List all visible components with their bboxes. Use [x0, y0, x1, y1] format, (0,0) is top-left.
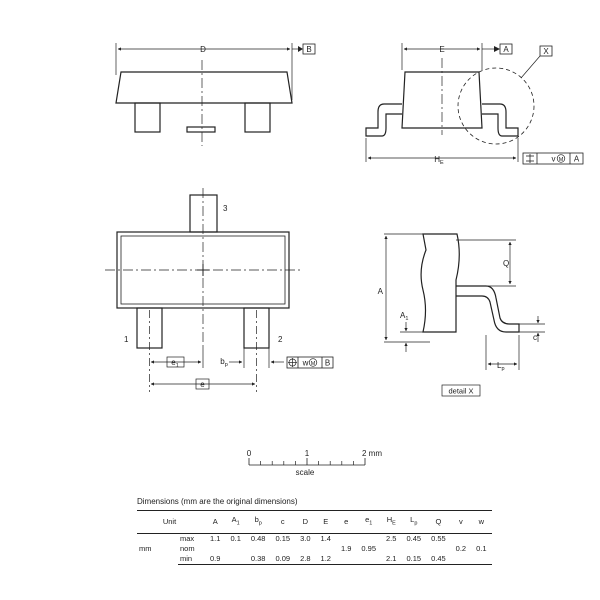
table-header-row: Unit A A1 bp c D E e e1 HE Lp Q v w — [137, 510, 492, 534]
table-row-nom: nom 1.9 0.95 0.2 0.1 — [137, 544, 492, 554]
table-cell — [225, 554, 246, 565]
table-cell — [450, 554, 472, 565]
pin-label-3: 3 — [223, 204, 228, 213]
table-header-cell: A1 — [225, 510, 246, 534]
scale-tick-1: 1 — [305, 449, 310, 458]
detail-x-label: detail X — [448, 387, 473, 396]
dimensions-table: Unit A A1 bp c D E e e1 HE Lp Q v w mm m… — [137, 510, 492, 565]
scale-caption: scale — [296, 468, 315, 477]
dimensions-table-title: Dimensions (mm are the original dimensio… — [137, 497, 298, 506]
datum-label-B: B — [306, 45, 311, 54]
table-cell — [225, 544, 245, 554]
dim-label-Q: Q — [503, 259, 509, 268]
table-cell: 2.1 — [381, 554, 402, 565]
callout-M-symbol: M — [559, 157, 564, 163]
side-view — [115, 43, 316, 146]
table-cell: 0.1 — [476, 544, 487, 553]
scale-tick-2: 2 mm — [362, 449, 382, 458]
table-cell: 0.45 — [426, 554, 451, 565]
table-header-cell: w — [471, 510, 492, 534]
table-row-min: min 0.9 0.38 0.09 2.8 1.2 2.1 0.15 0.45 — [137, 554, 492, 565]
table-cell — [471, 534, 491, 545]
pin-label-2: 2 — [278, 335, 283, 344]
table-cell: 0.95 — [361, 544, 377, 553]
table-row-max: mm max 1.1 0.1 0.48 0.15 3.0 1.4 2.5 0.4… — [137, 534, 492, 553]
dim-label-A1: A1 — [400, 311, 408, 322]
table-header-unit: Unit — [137, 510, 205, 534]
dim-label-E: E — [439, 45, 444, 54]
table-cell — [295, 544, 315, 554]
table-cell: 2.5 — [386, 534, 397, 543]
table-cell — [381, 544, 401, 554]
scale-tick-0: 0 — [247, 449, 252, 458]
table-cell: 0.1 — [230, 534, 241, 543]
table-cell: 0.15 — [275, 534, 291, 543]
table-cell: 2.8 — [295, 554, 316, 565]
table-header-cell: A — [205, 510, 226, 534]
table-cell: 0.9 — [205, 554, 226, 565]
dim-label-e: e — [200, 380, 205, 389]
table-header-cell: D — [295, 510, 316, 534]
table-cell: 1.4 — [320, 534, 331, 543]
table-row-label: min — [178, 554, 205, 565]
callout-A: A — [574, 155, 580, 164]
table-cell — [401, 544, 426, 554]
table-cell: 0.55 — [431, 534, 446, 543]
table-header-cell: E — [315, 510, 336, 534]
detail-x-view — [384, 233, 545, 397]
table-cell — [335, 554, 357, 565]
table-header-cell: v — [450, 510, 472, 534]
table-cell: 0.38 — [245, 554, 271, 565]
table-cell — [356, 534, 381, 545]
table-cell — [246, 544, 271, 554]
table-cell: 0.2 — [455, 544, 467, 553]
table-cell: 3.0 — [300, 534, 311, 543]
table-header-cell: e — [335, 510, 357, 534]
table-header-cell: bp — [245, 510, 271, 534]
table-header-cell: Lp — [401, 510, 427, 534]
table-unit-cell: mm — [139, 544, 152, 554]
table-cell — [356, 554, 382, 565]
table-cell — [426, 544, 451, 554]
top-view — [105, 188, 334, 392]
table-cell — [451, 534, 471, 545]
table-cell — [270, 544, 295, 554]
scale-bar — [248, 458, 366, 466]
callout-w: w — [302, 359, 309, 368]
callout-M-symbol-2: M — [311, 361, 316, 367]
table-cell: 0.48 — [250, 534, 266, 543]
dim-label-D: D — [200, 45, 206, 54]
dim-label-bp: bp — [220, 357, 228, 368]
table-cell — [336, 534, 356, 545]
callout-B: B — [325, 359, 330, 368]
table-cell: 1.9 — [340, 544, 352, 553]
dim-label-c: c — [533, 333, 537, 342]
detail-ref-X: X — [543, 47, 549, 56]
table-cell: 1.1 — [210, 534, 221, 543]
datum-label-A: A — [503, 45, 509, 54]
table-header-cell: c — [270, 510, 296, 534]
dim-label-A: A — [378, 287, 384, 296]
table-cell: 0.09 — [270, 554, 296, 565]
table-header-cell: HE — [381, 510, 402, 534]
table-row-label: nom — [180, 544, 195, 553]
table-row-label: max — [180, 534, 195, 543]
end-view — [365, 43, 584, 165]
pin-label-1: 1 — [124, 335, 129, 344]
table-cell: 1.2 — [315, 554, 336, 565]
dim-label-HE: HE — [434, 155, 444, 166]
table-cell — [316, 544, 336, 554]
table-cell — [471, 554, 492, 565]
callout-v: v — [552, 155, 556, 164]
dim-label-Lp: Lp — [497, 361, 505, 372]
dim-label-e1: e1 — [171, 358, 179, 369]
table-cell: 0.45 — [406, 534, 422, 543]
table-cell: 0.15 — [401, 554, 427, 565]
table-cell — [205, 544, 225, 554]
table-header-cell: e1 — [356, 510, 382, 534]
table-header-cell: Q — [426, 510, 451, 534]
